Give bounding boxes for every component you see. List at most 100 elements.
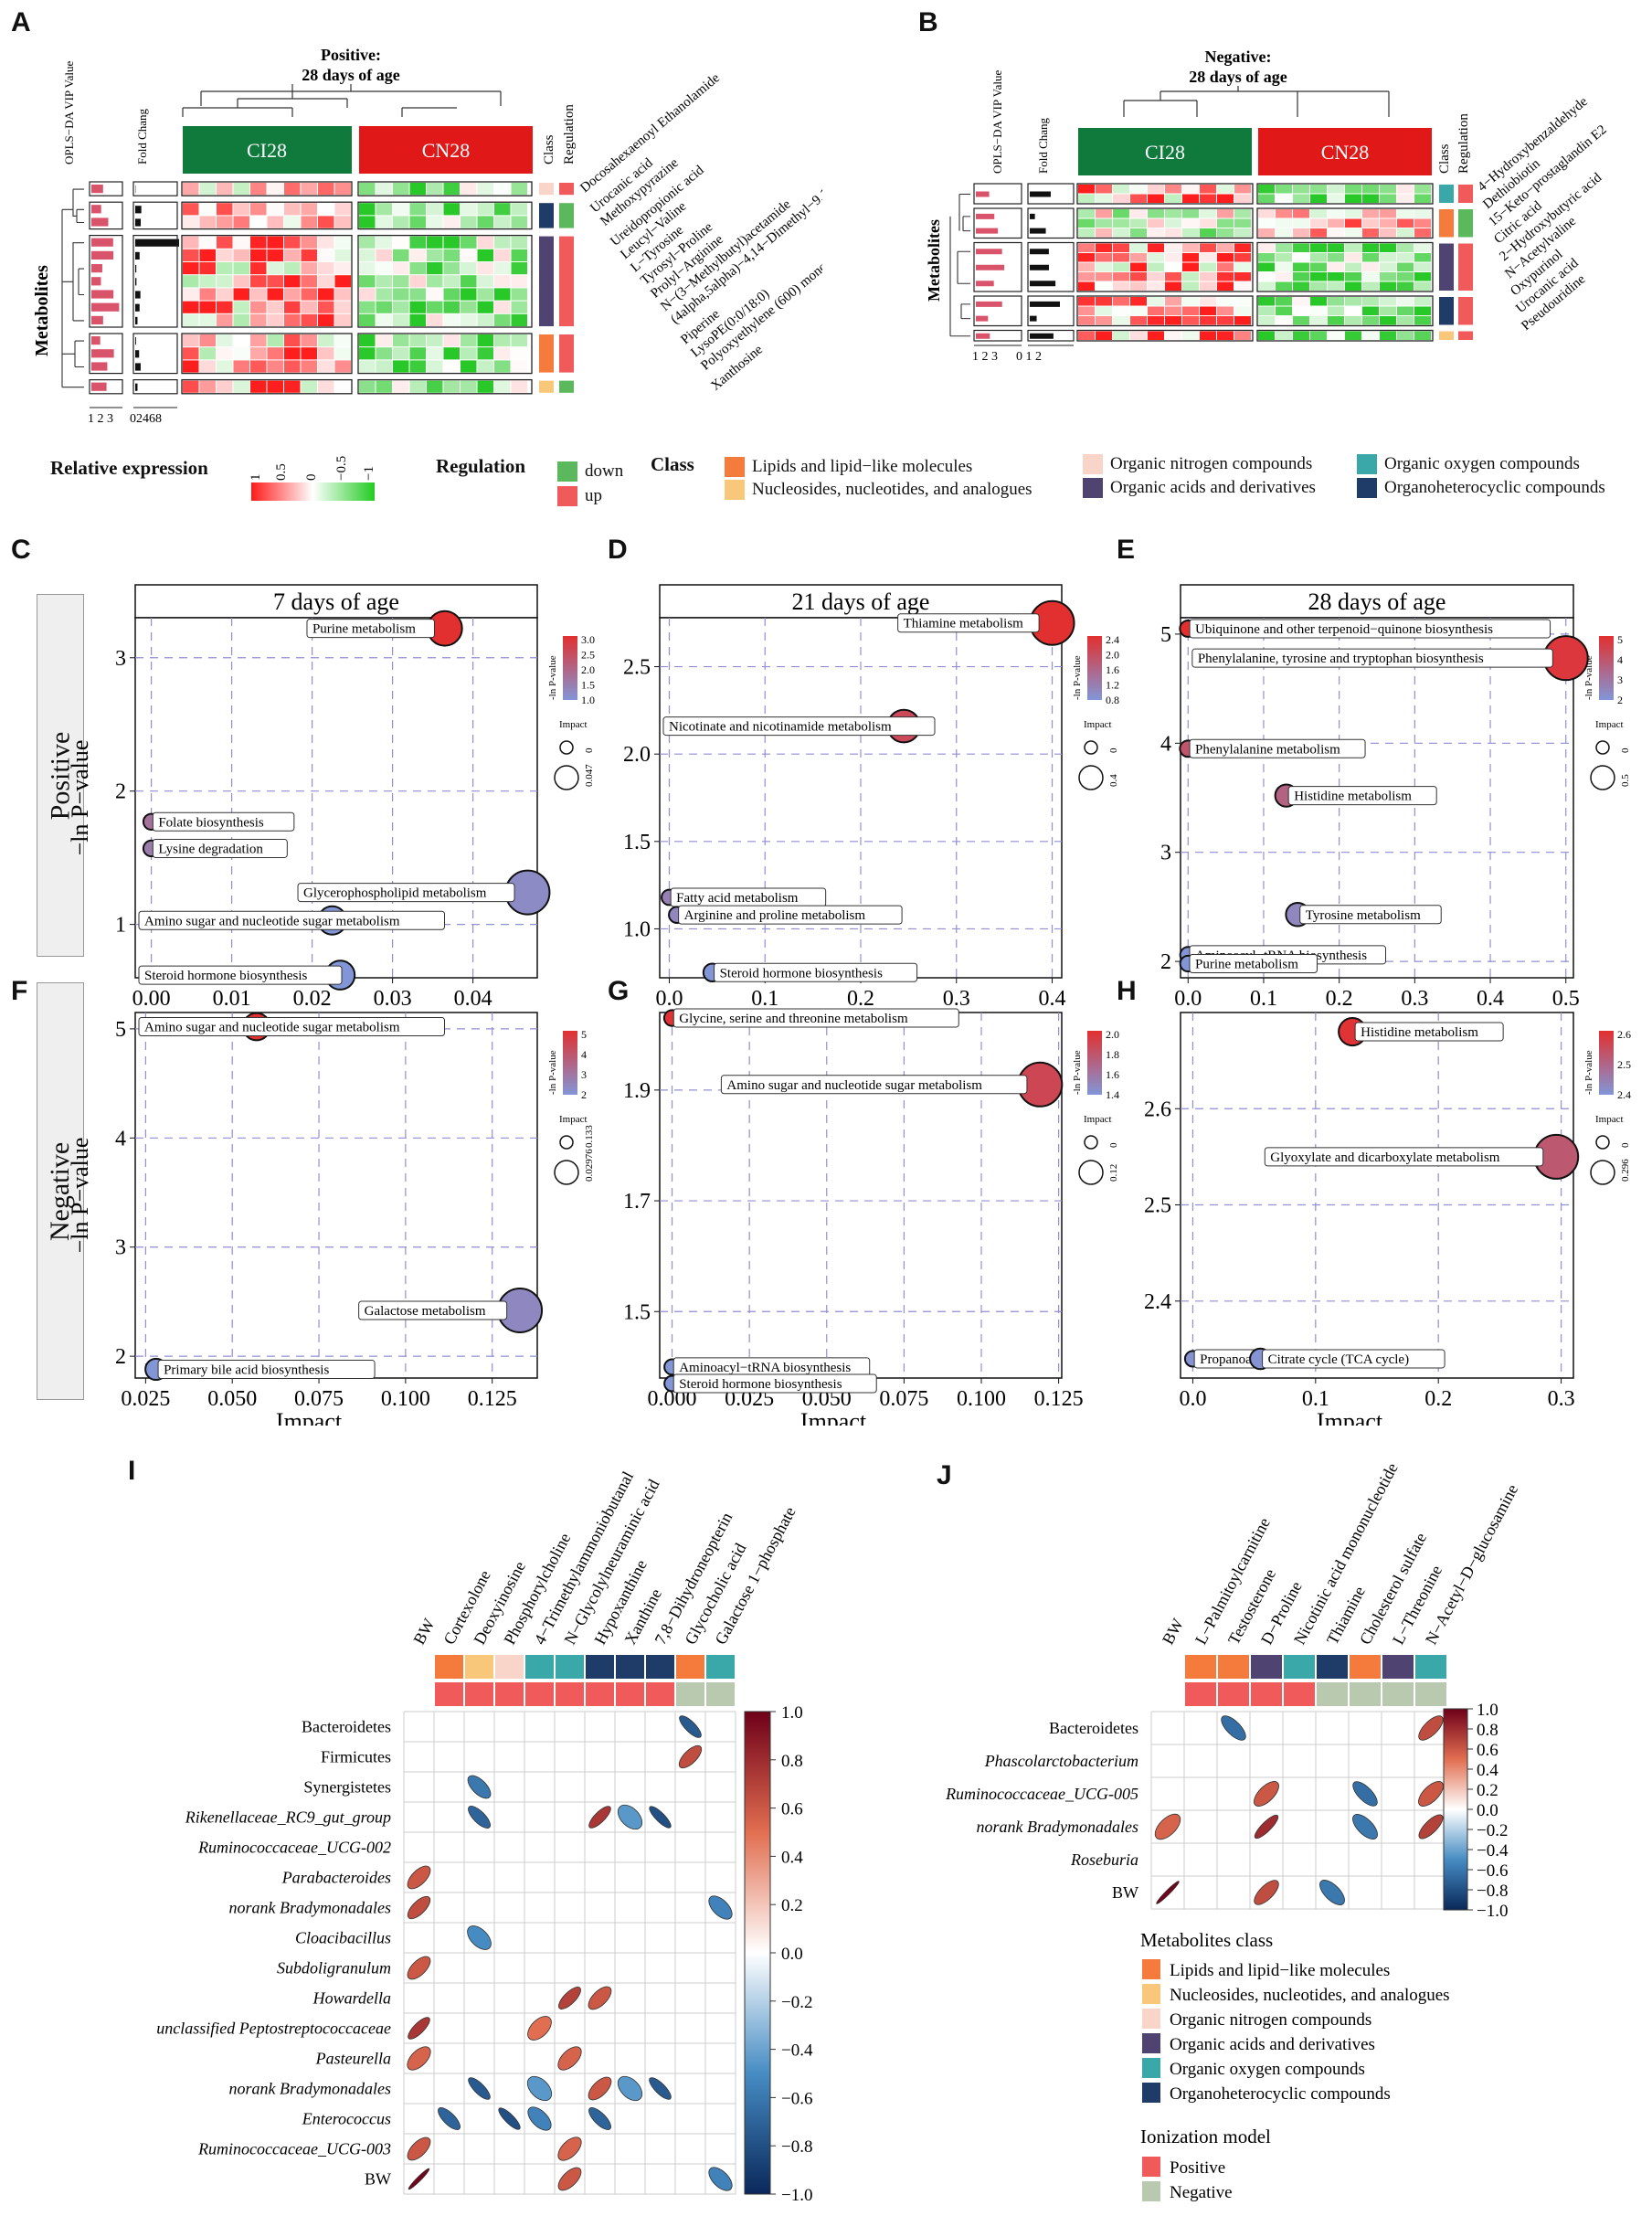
color-tick: 2.0 [1106,1028,1119,1041]
colorbar-tick: −0.8 [1477,1882,1508,1901]
heatmap-a-regulation-label: Regulation [562,104,577,164]
x-tick-label: 0.5 [1552,987,1580,1011]
ion-swatch [1142,2157,1160,2177]
heatmap-b-cells [949,183,1473,346]
colorbar-tick: 0.0 [781,1945,803,1964]
color-tick: 2.5 [581,649,595,662]
corr-ellipse [708,2167,733,2191]
corr-ellipse [557,2046,582,2071]
corr-row-label: Parabacteroides [281,1869,391,1887]
bubble-label: Nicotinate and nicotinamide metabolism [669,720,892,735]
color-tick: 2.0 [581,663,595,676]
bubble-label: Fatty acid metabolism [676,891,799,906]
bubble-label: Arginine and proline metabolism [684,908,866,923]
bubble-label: Tyrosine metabolism [1306,908,1421,923]
x-tick-label: 0.3 [1548,1387,1575,1411]
rel-tick-1: 0.5 [274,463,289,481]
x-tick-label: 0.1 [1250,987,1277,1011]
corr-ellipse [467,1775,492,1799]
color-tick: 3.0 [581,633,595,646]
x-tick-label: 0.02 [293,987,332,1011]
y-tick-label: 3 [1160,842,1171,865]
heatmap-b-title-2: 28 days of age [1189,68,1287,86]
color-tick: 3 [581,1068,587,1081]
y-tick-label: 1 [115,914,126,938]
panel-letter-j: J [937,1460,952,1490]
x-tick-label: 0.075 [294,1387,344,1411]
size-tick: 0 [1108,1142,1119,1148]
x-tick-label: 0.03 [374,987,412,1011]
x-tick-label: 0.0 [1179,1387,1206,1411]
heatmap-b-group-cn-label: CN28 [1321,141,1370,164]
x-tick-label: 0.2 [847,987,874,1011]
x-tick-label: 0.025 [121,1387,170,1411]
color-legend-title: -ln P-value [1072,655,1083,700]
size-legend-title: Impact [1084,1114,1112,1125]
panel-letter-i: I [128,1456,136,1486]
corr-row-label: Subdoligranulum [277,1959,391,1977]
heatmap-a-vip-label: OPLS−DA VIP Value [62,60,76,164]
bubble-label: Steroid hormone biosynthesis [720,966,883,981]
y-tick-label: 1.5 [623,1300,651,1324]
bubble-label: Aminoacyl−tRNA biosynthesis [679,1361,851,1375]
colorbar-tick: 0.2 [781,1896,803,1915]
regulation-legend-down: down [557,461,623,482]
x-tick-label: 0.01 [213,987,251,1011]
rel-tick-3: −0.5 [334,456,349,481]
corr-ellipse [1254,1814,1279,1840]
class-legend-nucleosides: Nucleosides, nucleotides, and analogues [725,480,1032,500]
chart-title: 7 days of age [273,588,399,615]
bubble-label: Glyoxylate and dicarboxylate metabolism [1270,1150,1500,1165]
x-tick-label: 0.04 [454,987,492,1011]
corr-ellipse [407,1895,431,1920]
size-tick: 0 [1620,1142,1631,1148]
class-legend-oxygen: Organic oxygen compounds [1357,454,1580,474]
corr-ellipse [558,1987,581,2009]
corr-ellipse [557,2136,582,2161]
heatmap-b: Negative: 28 days of age CI28 CN28 OPLS−… [925,48,1610,364]
ion-legend-label: Negative [1170,2183,1233,2202]
corr-row-label: Cloacibacillus [295,1929,391,1947]
x-tick-label: 0.2 [1326,987,1353,1011]
x-tick-label: 0.3 [1401,987,1428,1011]
color-tick: 1.0 [581,694,595,706]
color-legend-title: -ln P-value [1072,1050,1083,1095]
size-legend-title: Impact [1595,719,1624,730]
color-tick: 1.5 [581,679,595,692]
bubble-label: Glycerophospholipid metabolism [303,886,487,901]
colorbar-tick: −0.4 [781,2041,813,2061]
heatmap-a-group-cn [359,126,533,174]
relative-expression-bar [251,482,375,501]
x-tick-label: 0.100 [957,1387,1006,1411]
corr-row-label: Enterococcus [302,2110,391,2128]
color-tick: 2.5 [1617,1058,1631,1071]
bubble-label: Thiamine metabolism [904,617,1024,631]
size-legend-title: Impact [559,1114,588,1125]
colorbar-tick: 0.2 [1477,1781,1498,1800]
class-legend-label: Nucleosides, nucleotides, and analogues [1170,1986,1450,2005]
corr-column-label: N−Acetyl−D−glucosamine [1422,1481,1521,1648]
bubble-label: Lysine degradation [158,842,263,856]
corr-ellipse [1156,1881,1180,1904]
corr-row-label: BW [365,2170,391,2189]
corr-ellipse [526,2075,553,2102]
class-legend-label: Organic oxygen compounds [1170,2060,1365,2079]
x-tick-label: 0.075 [879,1387,928,1411]
heatmap-a-title-2: 28 days of age [302,66,400,84]
corr-ellipse [408,2168,430,2190]
corr-row-label: Ruminococcaceae_UCG-002 [197,1839,391,1857]
corr-ellipse [617,2075,643,2102]
color-tick: 1.8 [1106,1048,1119,1061]
size-tick: 0.296 [1620,1159,1631,1182]
x-tick-label: 0.00 [132,987,171,1011]
heatmap-b-fc-ticks: 0 1 2 [1016,350,1042,364]
x-tick-label: 0.1 [751,987,778,1011]
heatmap-b-title-1: Negative: [1205,48,1272,66]
corr-row-label: norank Bradymonadales [977,1818,1138,1836]
bubble-label: Steroid hormone biosynthesis [144,969,307,983]
color-legend-title: -ln P-value [547,655,558,700]
corr-ellipse [1319,1880,1345,1905]
y-tick-label: 3 [115,1236,126,1260]
